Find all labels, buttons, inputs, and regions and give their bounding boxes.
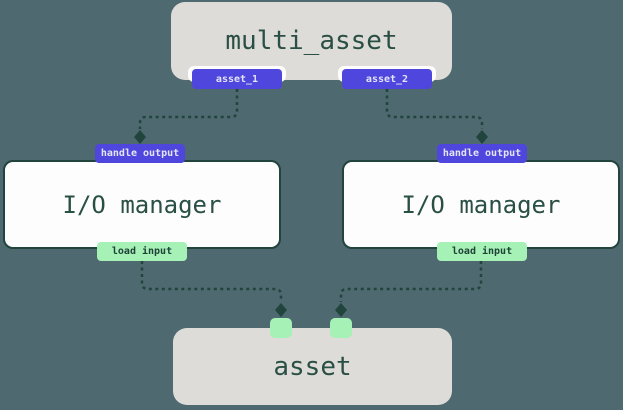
asset-input-port-1 bbox=[270, 318, 292, 338]
diamond-arrowhead-asset-port-2 bbox=[335, 303, 347, 317]
node-io-manager-left: I/O manager bbox=[3, 160, 281, 249]
output-badge-asset-2-label: asset_2 bbox=[365, 73, 409, 85]
node-asset: asset bbox=[173, 328, 452, 405]
edge-asset-1-to-handle-output-left bbox=[138, 89, 239, 129]
load-input-badge-left: load input bbox=[97, 242, 187, 261]
output-badge-asset-1-label: asset_1 bbox=[215, 73, 259, 85]
handle-output-badge-left-label: handle output bbox=[100, 148, 180, 159]
output-badge-asset-2: asset_2 bbox=[342, 69, 432, 89]
asset-input-port-2 bbox=[330, 318, 352, 338]
load-input-badge-right-label: load input bbox=[451, 246, 513, 257]
node-io-manager-left-label: I/O manager bbox=[62, 190, 222, 219]
node-io-manager-right-label: I/O manager bbox=[401, 190, 561, 219]
node-io-manager-right: I/O manager bbox=[342, 160, 620, 249]
handle-output-badge-right: handle output bbox=[437, 144, 527, 163]
node-asset-label: asset bbox=[273, 351, 352, 382]
diamond-arrowhead-handle-output-right bbox=[476, 130, 488, 144]
output-badge-asset-1: asset_1 bbox=[192, 69, 282, 89]
node-multi-asset-label: multi_asset bbox=[225, 26, 398, 56]
handle-output-badge-right-label: handle output bbox=[442, 148, 522, 159]
diamond-arrowhead-asset-port-1 bbox=[275, 303, 287, 317]
load-input-badge-right: load input bbox=[437, 242, 527, 261]
edge-load-input-left-to-asset-port-1 bbox=[140, 261, 283, 302]
diamond-arrowhead-handle-output-left bbox=[134, 130, 146, 144]
edge-load-input-right-to-asset-port-2 bbox=[339, 261, 483, 302]
edge-asset-2-to-handle-output-right bbox=[385, 89, 484, 129]
handle-output-badge-left: handle output bbox=[95, 144, 185, 163]
load-input-badge-left-label: load input bbox=[111, 246, 173, 257]
